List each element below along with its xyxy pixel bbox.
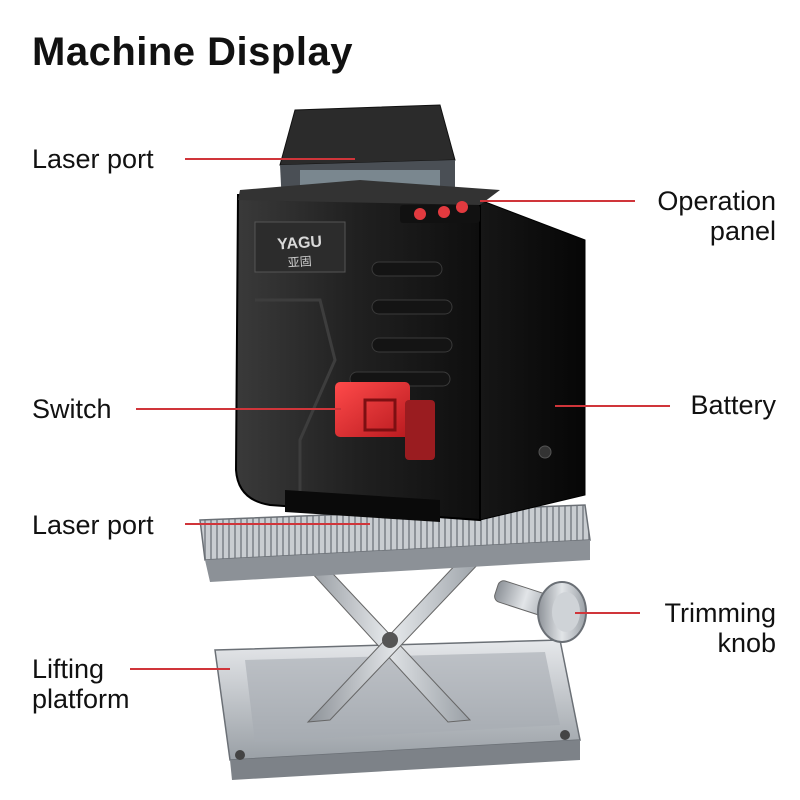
callout-line-lifting-platform: [130, 668, 230, 670]
laser-body: [234, 104, 586, 522]
label-trimming-knob-line1: Trimming: [664, 598, 777, 628]
switch-button: [335, 382, 410, 437]
label-lifting-platform-line1: Lifting: [32, 654, 105, 684]
brand-logo: YAGU: [277, 233, 323, 253]
callout-line-operation-panel: [480, 200, 635, 202]
brand-logo-cn: 亚固: [287, 254, 312, 270]
label-switch: Switch: [32, 394, 112, 424]
callout-line-battery: [555, 405, 670, 407]
label-battery: Battery: [690, 390, 776, 420]
trimming-knob-icon: [494, 580, 587, 643]
callout-line-laser-port-bottom: [185, 523, 370, 525]
label-trimming-knob-line2: knob: [717, 628, 776, 658]
label-lifting-platform-line2: platform: [32, 684, 130, 714]
label-laser-port-top: Laser port: [32, 144, 154, 174]
callout-line-trimming-knob: [575, 612, 640, 614]
label-operation-panel-line2: panel: [709, 216, 776, 246]
label-operation-panel-line1: Operation: [657, 186, 776, 216]
label-trimming-knob: Trimming knob: [665, 598, 777, 658]
callout-line-laser-port-top: [185, 158, 355, 160]
callout-line-switch: [136, 408, 341, 410]
page-title: Machine Display: [32, 30, 353, 74]
label-laser-port-bottom: Laser port: [32, 510, 154, 540]
label-lifting-platform: Lifting platform: [32, 654, 130, 714]
label-operation-panel: Operation panel: [657, 186, 776, 246]
